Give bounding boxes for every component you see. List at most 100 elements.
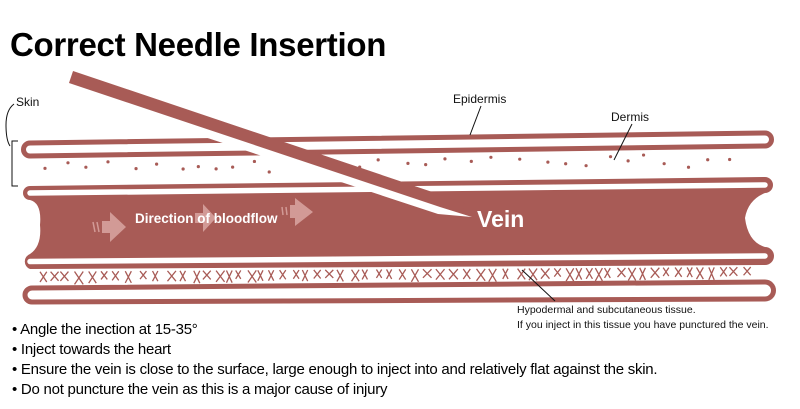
hypodermis-cross bbox=[540, 268, 550, 280]
hypodermis-cross bbox=[488, 268, 497, 283]
hypodermis-cross bbox=[301, 269, 309, 282]
vein-label: Vein bbox=[477, 206, 524, 232]
dermis-dot bbox=[608, 155, 613, 159]
hypodermis-cross bbox=[336, 269, 344, 282]
hypodermis-cross bbox=[111, 270, 120, 281]
hypodermis-crosses bbox=[39, 266, 752, 285]
hypodermis-cross bbox=[124, 270, 132, 284]
dermis-dot bbox=[66, 161, 70, 165]
arrow-icon bbox=[195, 204, 216, 232]
dermis-dot bbox=[84, 165, 88, 169]
hypodermis-cross bbox=[448, 268, 459, 280]
hypodermis-cross bbox=[313, 269, 322, 279]
dermis-dot bbox=[406, 161, 410, 166]
hypodermis-cross bbox=[139, 270, 147, 280]
vein bbox=[23, 177, 774, 269]
hypodermis-cross bbox=[719, 266, 728, 277]
bloodflow-arrows bbox=[92, 198, 313, 242]
hypodermis-cross bbox=[686, 267, 693, 278]
hypodermis-cross bbox=[475, 268, 486, 282]
hypodermis-cross bbox=[88, 271, 97, 284]
hypodermis-cross bbox=[151, 270, 159, 282]
dermis-dot bbox=[728, 157, 732, 162]
hypodermis-cross bbox=[351, 269, 360, 282]
hypodermis-cross bbox=[279, 269, 287, 280]
hypodermis-cross bbox=[435, 268, 446, 281]
hypodermis-cross bbox=[39, 271, 48, 283]
hypodermis-cross bbox=[267, 269, 275, 281]
hypodermis-cross bbox=[695, 267, 704, 280]
hypodermis-cross bbox=[575, 267, 583, 280]
dermis-dot bbox=[546, 160, 550, 164]
dermis-dot bbox=[662, 162, 666, 166]
tip-item: Do not puncture the vein as this is a ma… bbox=[12, 380, 657, 400]
hypodermis-cross bbox=[565, 267, 575, 282]
dermis-dot bbox=[424, 163, 428, 167]
hypodermis-cross bbox=[603, 267, 611, 279]
hypodermis-cross bbox=[73, 271, 84, 285]
hypodermis-cross bbox=[674, 267, 683, 278]
skin-label: Skin bbox=[16, 95, 39, 109]
hypodermis-cross bbox=[100, 270, 108, 280]
skin-bracket bbox=[11, 140, 18, 187]
dermis-dot bbox=[706, 158, 710, 162]
dermis-dot bbox=[214, 167, 218, 171]
hypodermal-label: Hypodermal and subcutaneous tissue. bbox=[517, 304, 696, 316]
hypodermis-cross bbox=[553, 267, 562, 278]
tip-item: Angle the inection at 15-35° bbox=[12, 320, 657, 340]
hypodermis-cross bbox=[324, 269, 334, 279]
tip-item: Inject towards the heart bbox=[12, 340, 657, 360]
page-title: Correct Needle Insertion bbox=[10, 26, 387, 63]
arrow-icon bbox=[281, 198, 313, 226]
hypodermis-cross bbox=[517, 268, 526, 280]
dermis-dot bbox=[106, 160, 110, 164]
tip-item: Ensure the vein is close to the surface,… bbox=[12, 360, 658, 380]
dermis-dot bbox=[641, 153, 646, 157]
dermis-dot bbox=[626, 159, 630, 163]
hypodermis-cross bbox=[215, 270, 226, 283]
dermis-dot bbox=[443, 157, 447, 161]
hypodermis-cross bbox=[594, 267, 603, 282]
dermis-dot bbox=[155, 162, 159, 166]
dermis-pointer bbox=[613, 123, 633, 161]
hypodermis-cross bbox=[410, 268, 420, 283]
vein-lower-wall-gap bbox=[27, 253, 768, 265]
dermis-dot bbox=[267, 170, 271, 174]
dermis-dot bbox=[469, 159, 473, 163]
needle bbox=[62, 70, 472, 222]
hypodermis-cross bbox=[627, 267, 637, 281]
hypodermis-cross bbox=[585, 267, 594, 280]
hypodermis-cross bbox=[202, 270, 212, 280]
hypodermis-cross bbox=[502, 268, 509, 280]
dermis-dot bbox=[584, 164, 588, 168]
dermis-dot bbox=[518, 157, 522, 161]
hypodermis-cross bbox=[743, 266, 752, 276]
hypodermis-cross bbox=[166, 270, 177, 282]
arrow-icon bbox=[92, 212, 126, 242]
hypodermis-cross bbox=[728, 266, 738, 277]
hypodermis-cross bbox=[235, 270, 242, 280]
hypodermis-cross bbox=[398, 269, 407, 280]
dermis-dot bbox=[134, 167, 138, 171]
hypodermis-cross bbox=[292, 269, 300, 280]
dermis-dot bbox=[252, 159, 257, 164]
subcutaneous-layer bbox=[22, 279, 776, 305]
hypodermis-cross bbox=[708, 267, 715, 281]
dermis-dot bbox=[686, 165, 691, 169]
dermis-dot bbox=[231, 165, 235, 169]
epidermis-pointer bbox=[469, 105, 482, 136]
dermis-dot bbox=[181, 167, 185, 171]
epidermis-layer bbox=[21, 130, 774, 159]
hypodermis-cross bbox=[179, 270, 187, 282]
dermis-dot bbox=[43, 166, 47, 170]
tips-list: Angle the inection at 15-35° Inject towa… bbox=[12, 320, 657, 400]
hypodermis-cross bbox=[528, 268, 538, 281]
dermis-label: Dermis bbox=[611, 110, 649, 124]
hypodermis-cross bbox=[639, 267, 646, 281]
hypodermis-cross bbox=[462, 268, 471, 280]
bloodflow-label: Direction of bloodflow bbox=[135, 211, 278, 226]
hypodermis-cross bbox=[193, 270, 201, 284]
hypodermis-cross bbox=[361, 269, 369, 280]
hypodermal-pointer bbox=[521, 269, 556, 302]
